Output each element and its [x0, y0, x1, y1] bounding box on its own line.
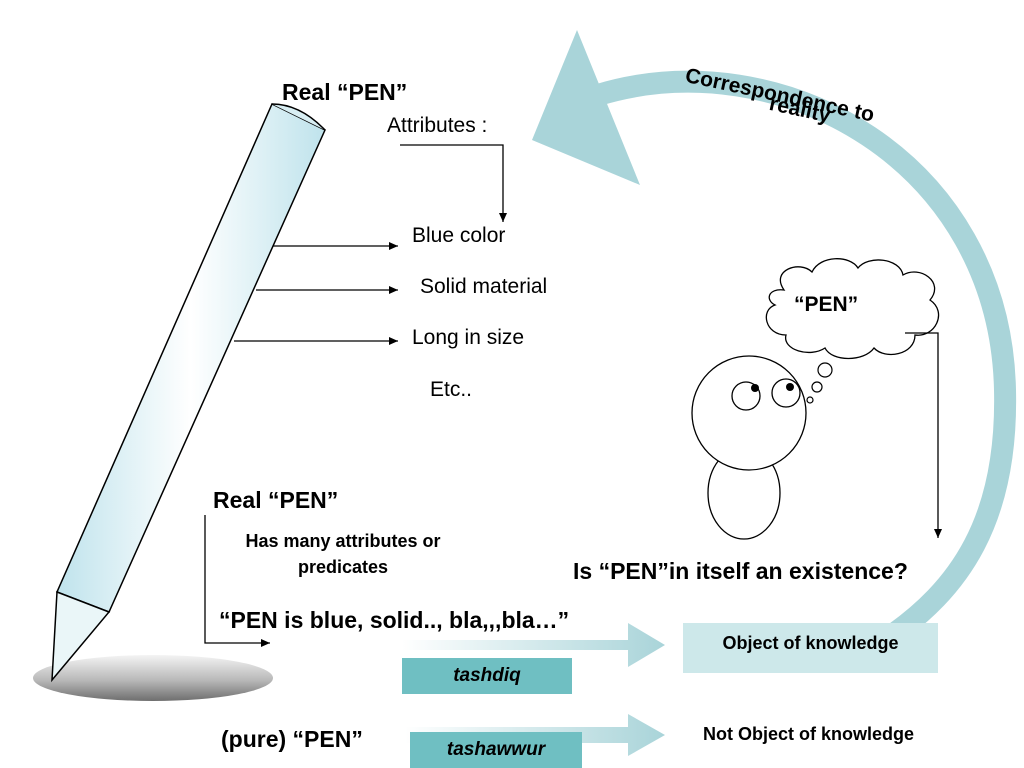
- attribute-long-in-size: Long in size: [412, 326, 525, 349]
- object-of-knowledge-box: Object of knowledge: [683, 623, 938, 673]
- thought-cloud: [765, 258, 940, 404]
- pen-statement: “PEN is blue, solid.., bla,,,bla…”: [219, 607, 570, 633]
- tashawwur-tag: tashawwur: [410, 732, 582, 768]
- person-icon: [691, 355, 807, 540]
- attribute-etc: Etc..: [430, 378, 473, 401]
- tashdiq-tag: tashdiq: [402, 658, 572, 694]
- attributes-label: Attributes :: [387, 114, 488, 137]
- thought-bubble-text: “PEN”: [794, 293, 859, 316]
- correspondence-arc: [594, 70, 1017, 650]
- lower-real-pen-title: Real “PEN”: [213, 487, 339, 513]
- tashdiq-arrow: [402, 623, 665, 667]
- attributes-connector: [400, 144, 507, 222]
- predicate-bracket: [204, 515, 270, 647]
- pure-pen-label: (pure) “PEN”: [221, 726, 363, 752]
- correspondence-arrowhead: [532, 30, 640, 185]
- existence-question: Is “PEN”in itself an existence?: [573, 558, 908, 584]
- cloud-question-connector: [905, 332, 942, 538]
- pen-shadow: [33, 655, 273, 701]
- pen-icon: [51, 102, 326, 683]
- predicates-line2: predicates: [297, 557, 389, 577]
- predicates-line1: Has many attributes or: [245, 531, 441, 551]
- real-pen-title: Real “PEN”: [282, 79, 408, 105]
- not-object-of-knowledge: Not Object of knowledge: [703, 724, 915, 744]
- attribute-solid-material: Solid material: [420, 275, 548, 298]
- attribute-blue-color: Blue color: [412, 224, 506, 247]
